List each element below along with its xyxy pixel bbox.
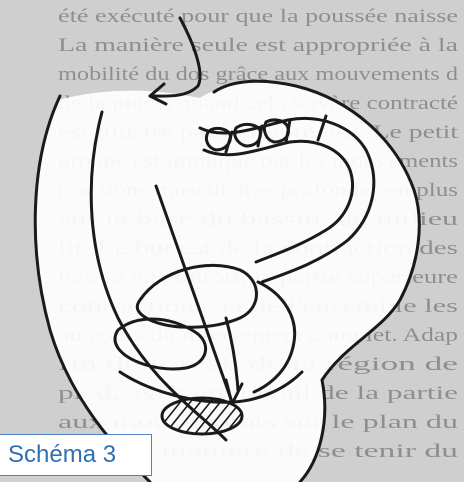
background-text-line: été exécuté pour que la poussée naisse	[58, 6, 458, 27]
schema-caption: Schéma 3	[0, 434, 152, 476]
background-text-line: La manière seule est appropriée à la	[58, 35, 459, 56]
